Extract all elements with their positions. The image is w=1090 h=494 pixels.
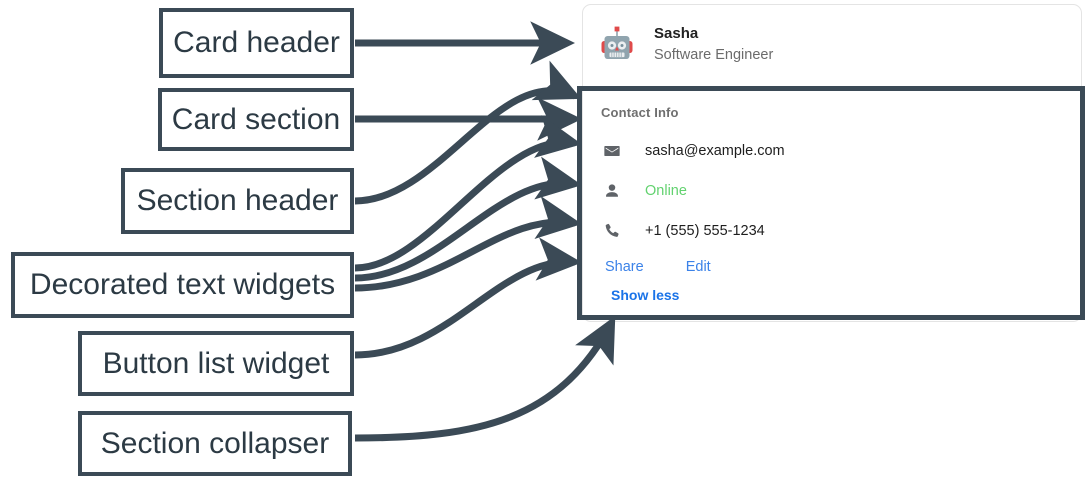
callout-section-collapser: Section collapser — [78, 411, 352, 476]
person-icon — [601, 182, 623, 200]
decorated-text-widget-phone: +1 (555) 555-1234 — [601, 217, 1081, 244]
card-subtitle: Software Engineer — [654, 46, 774, 63]
card-title: Sasha — [654, 24, 699, 42]
callout-card-header: Card header — [159, 8, 354, 78]
arrow-decorated-text-1 — [354, 115, 582, 272]
email-icon — [601, 142, 623, 160]
callout-label: Section header — [136, 184, 339, 217]
callout-label: Card header — [173, 26, 340, 59]
card-section: Contact Info sasha@example.com Online — [583, 87, 1081, 305]
card-header: Sasha Software Engineer — [583, 5, 1081, 83]
arrow-section-header — [354, 60, 582, 205]
callout-label: Card section — [171, 102, 341, 136]
arrow-decorated-text-3 — [354, 196, 582, 292]
callout-card-section: Card section — [158, 88, 354, 151]
button-list-widget: Share Edit — [597, 257, 1081, 277]
share-button[interactable]: Share — [605, 259, 644, 275]
arrow-section-collapser — [354, 315, 616, 442]
arrow-button-list — [354, 237, 582, 359]
email-value: sasha@example.com — [645, 142, 785, 159]
decorated-text-widget-status: Online — [601, 177, 1081, 204]
section-header: Contact Info — [601, 105, 679, 120]
callout-button-list-widget: Button list widget — [78, 331, 354, 396]
robot-avatar-icon — [597, 25, 637, 65]
arrow-decorated-text-2 — [354, 156, 582, 282]
decorated-text-widget-email: sasha@example.com — [601, 137, 1081, 164]
section-collapser-button[interactable]: Show less — [611, 287, 680, 303]
phone-icon — [601, 222, 623, 240]
callout-section-header: Section header — [121, 168, 354, 234]
callout-label: Section collapser — [100, 426, 330, 460]
phone-value: +1 (555) 555-1234 — [645, 222, 765, 239]
callout-decorated-text-widgets: Decorated text widgets — [11, 252, 354, 318]
status-value: Online — [645, 182, 687, 199]
callout-label: Button list widget — [102, 346, 330, 380]
edit-button[interactable]: Edit — [685, 259, 711, 275]
callout-label: Decorated text widgets — [29, 268, 336, 301]
demo-card: Sasha Software Engineer Contact Info sas… — [582, 4, 1082, 322]
card-header-text: Sasha Software Engineer — [654, 24, 773, 67]
